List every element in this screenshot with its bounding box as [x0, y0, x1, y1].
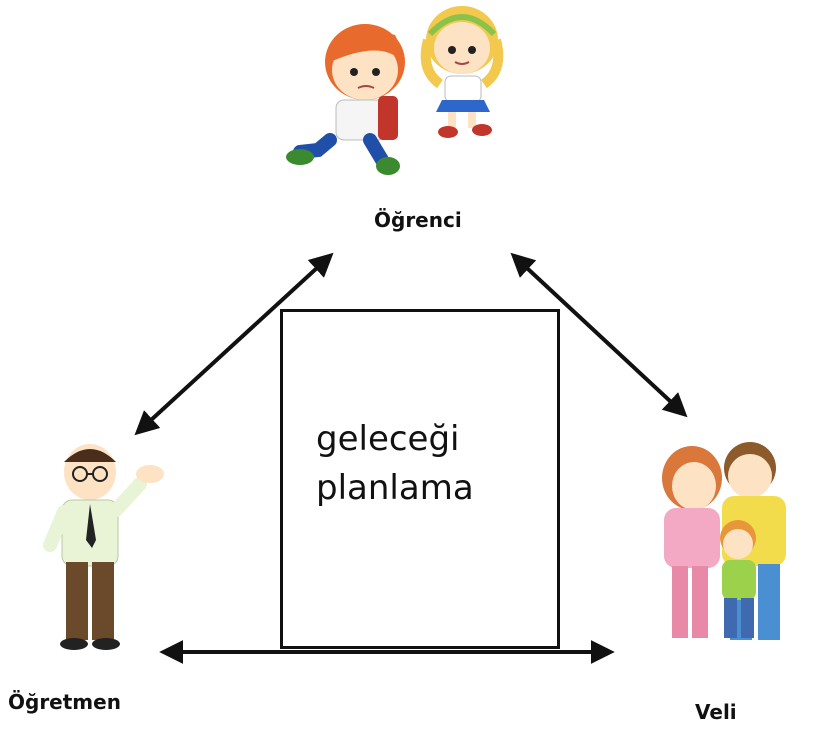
arrow-student-teacher: [134, 252, 334, 436]
teacher-icon: [43, 444, 164, 650]
center-text-line1: geleceği: [316, 419, 460, 459]
student-label: Öğrenci: [374, 208, 462, 232]
parent-label: Veli: [695, 700, 737, 724]
center-text-line2: planlama: [316, 468, 474, 508]
teacher-label: Öğretmen: [8, 690, 121, 714]
boy-figure: [286, 24, 405, 175]
family-icon: [662, 442, 786, 640]
girl-figure: [420, 6, 504, 138]
arrow-student-parent: [510, 252, 688, 418]
center-box: [280, 309, 560, 649]
children-icon: [286, 6, 504, 175]
center-text: geleceği planlama: [316, 415, 474, 513]
